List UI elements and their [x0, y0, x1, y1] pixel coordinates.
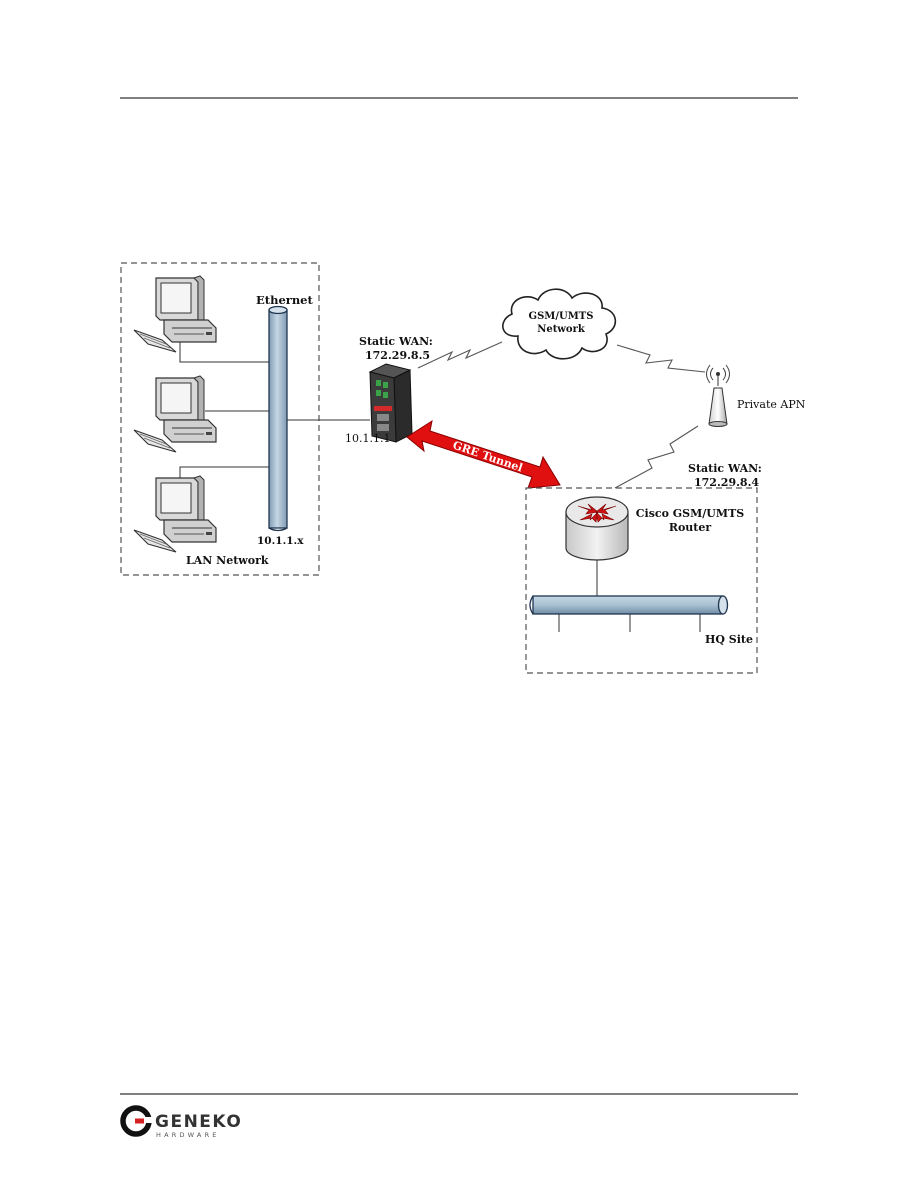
static-wan-left-title: Static WAN: [359, 335, 433, 348]
lan-subnet-label: 10.1.1.x [257, 535, 304, 547]
gre-tunnel-label: GRE Tunnel [451, 439, 524, 475]
cisco-router-icon [565, 496, 629, 561]
geneko-router-icon [368, 363, 413, 443]
wireless-link-apn-icon [614, 425, 699, 489]
private-apn-antenna-icon [706, 364, 730, 427]
wireless-link-left-icon [417, 341, 503, 369]
pc-1-icon [133, 275, 217, 353]
router-lan-ip-label: 10.1.1.1 [345, 432, 390, 445]
pc-3-link [179, 466, 270, 478]
hq-site-box [525, 487, 758, 674]
pc-2-icon [133, 375, 217, 453]
gsm-umts-cloud-icon [502, 288, 617, 360]
cisco-label-line1: Cisco GSM/UMTS [636, 507, 744, 520]
static-wan-right-ip: 172.29.8.4 [694, 476, 759, 489]
cloud-label-line1: GSM/UMTS [529, 311, 594, 322]
static-wan-left-ip: 172.29.8.5 [365, 349, 430, 362]
logo-wordmark: GENEKO [155, 1112, 242, 1132]
lan-network-box [120, 262, 320, 576]
lan-network-label: LAN Network [186, 554, 269, 567]
pc-1-link [179, 342, 270, 363]
hq-pipe [529, 595, 729, 615]
wireless-link-right-icon [616, 344, 706, 373]
hq-site-label: HQ Site [705, 633, 753, 646]
gre-tunnel-arrow-icon [406, 419, 561, 489]
ethernet-pipe [268, 305, 288, 532]
ethernet-label: Ethernet [256, 293, 313, 307]
cloud-label-line2: Network [537, 324, 586, 335]
cisco-label-line2: Router [669, 521, 712, 534]
geneko-logo-icon [120, 1105, 152, 1137]
private-apn-label: Private APN [737, 398, 806, 411]
pc-3-icon [133, 475, 217, 553]
logo-subtext: HARDWARE [156, 1131, 220, 1139]
static-wan-right-title: Static WAN: [688, 462, 762, 475]
